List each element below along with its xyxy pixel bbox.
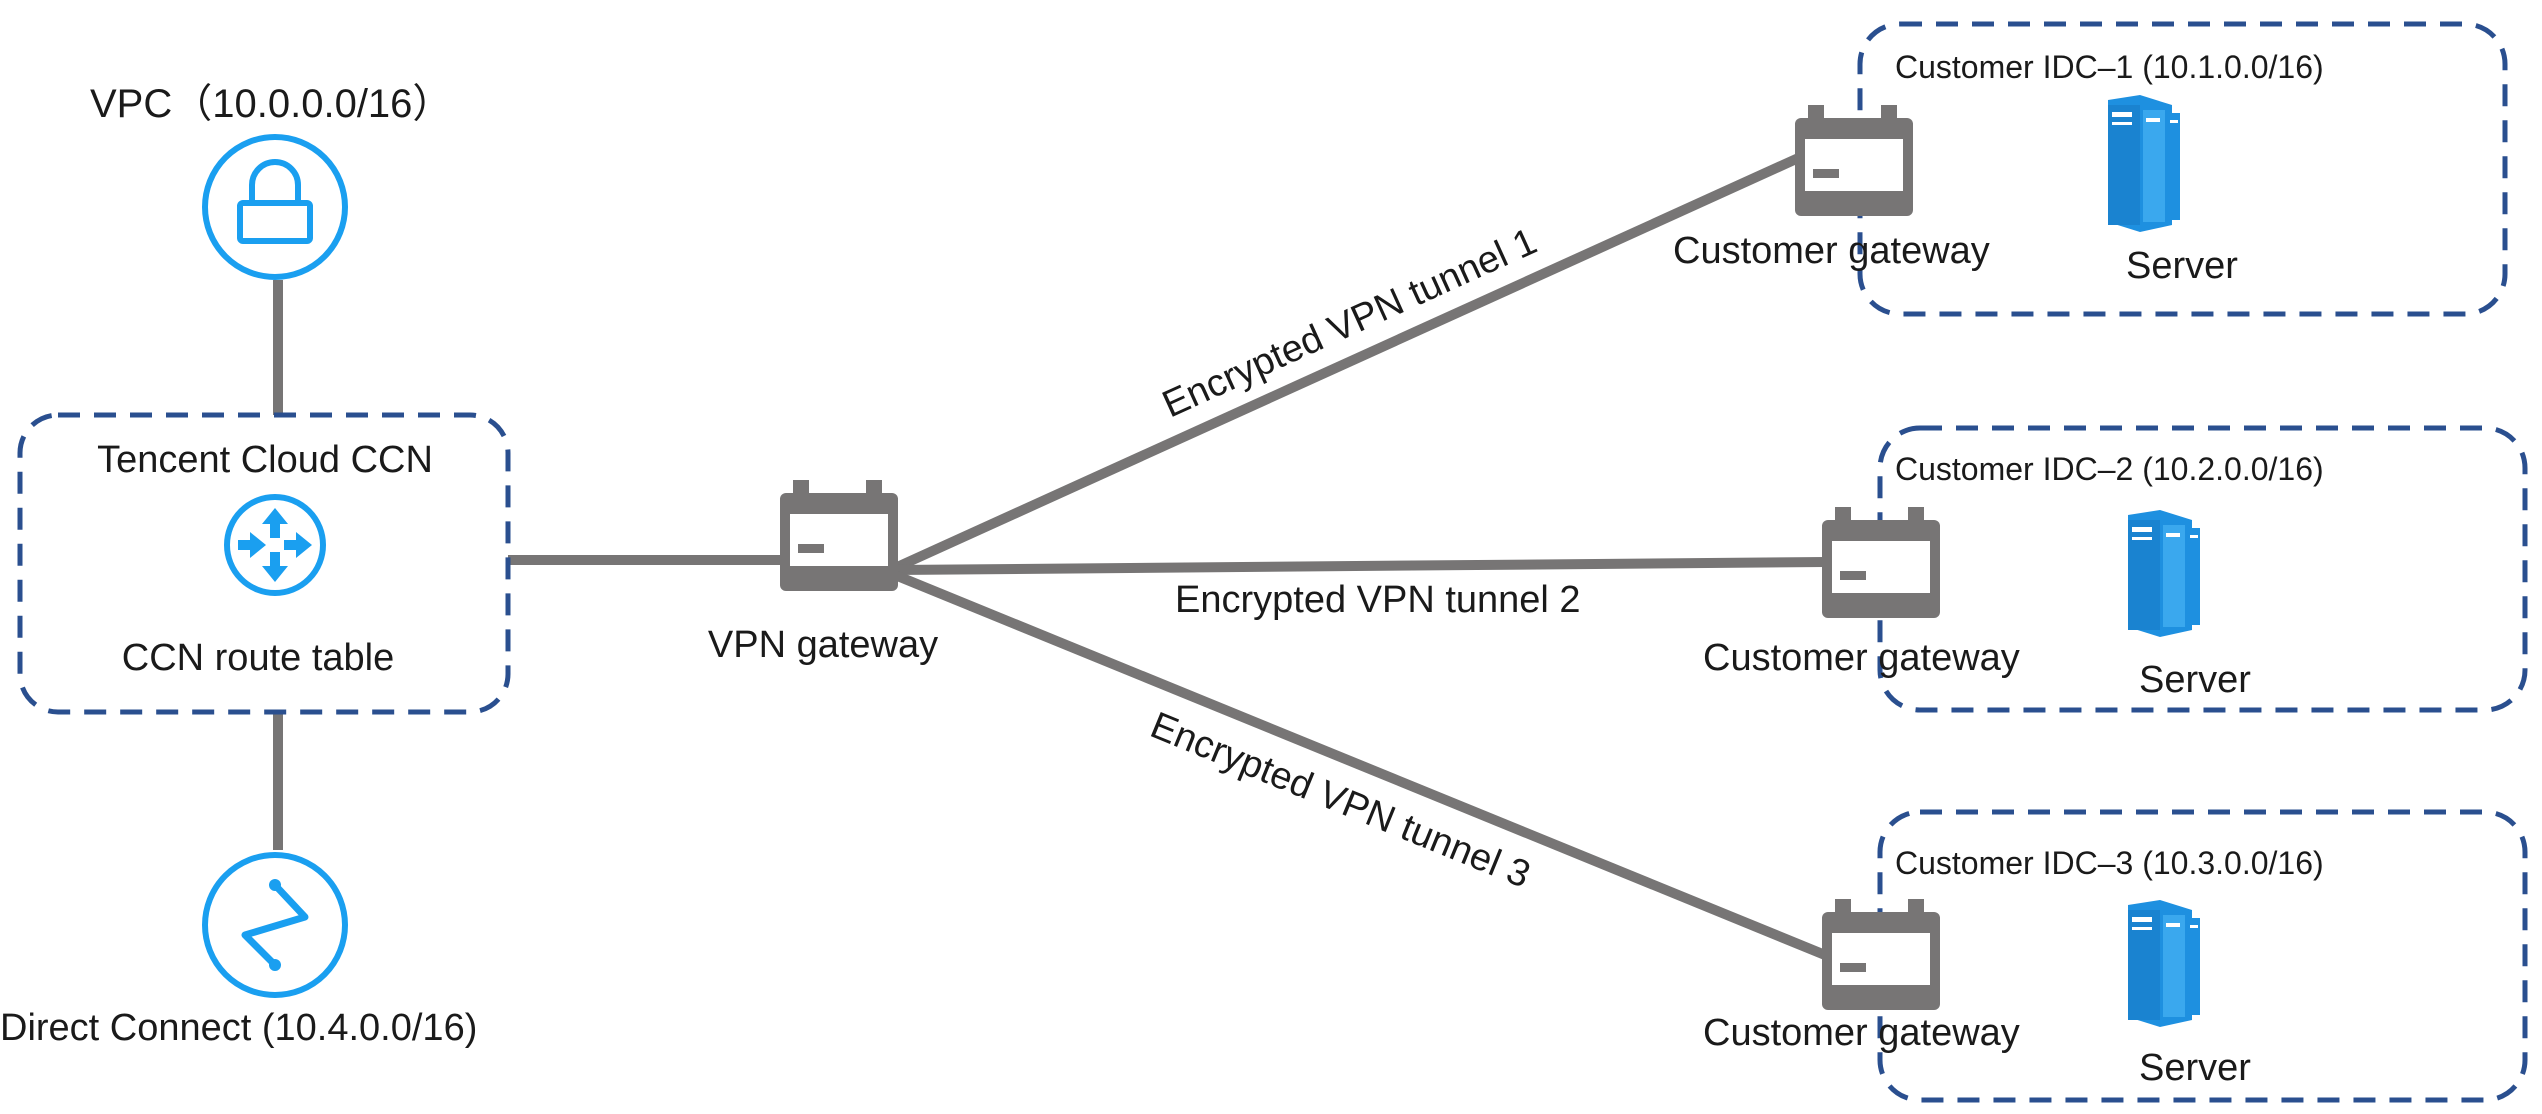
direct-connect-icon [202, 852, 348, 998]
ccn-dashed-border [17, 412, 511, 715]
tunnel-2-line [894, 557, 1826, 575]
ccn-route-table-label: CCN route table [122, 637, 394, 679]
customer-gateway-3-icon [1822, 899, 1940, 1010]
idc-1-title: Customer IDC–1 (10.1.0.0/16) [1895, 49, 2324, 85]
ccn-box: Tencent Cloud CCN CCN route table [17, 412, 511, 715]
server-1-icon [2108, 95, 2180, 232]
customer-idc-3: Customer IDC–3 (10.3.0.0/16) Customer ga… [1703, 809, 2528, 1103]
tunnel-3-line [893, 570, 1827, 960]
server-2-icon [2128, 510, 2200, 637]
idc-3-title: Customer IDC–3 (10.3.0.0/16) [1895, 845, 2324, 881]
tunnel-1-label: Encrypted VPN tunnel 1 [1156, 220, 1543, 426]
customer-idc-1: Customer IDC–1 (10.1.0.0/16) Customer ga… [1673, 21, 2508, 317]
customer-gateway-1-icon [1795, 105, 1913, 216]
ccn-title: Tencent Cloud CCN [97, 439, 433, 481]
tunnel-3-label: Encrypted VPN tunnel 3 [1145, 704, 1536, 896]
customer-gateway-2-label: Customer gateway [1703, 637, 2020, 679]
gateway-icon [780, 480, 898, 591]
customer-gateway-3-label: Customer gateway [1703, 1012, 2020, 1054]
vpc-label: VPC（10.0.0.0/16） [90, 82, 452, 126]
customer-gateway-1-label: Customer gateway [1673, 230, 1990, 272]
server-3-icon [2128, 900, 2200, 1027]
tunnel-2-label: Encrypted VPN tunnel 2 [1175, 579, 1581, 621]
tunnel-1-line [892, 150, 1808, 573]
server-2-label: Server [2139, 659, 2251, 701]
idc-2-title: Customer IDC–2 (10.2.0.0/16) [1895, 451, 2324, 487]
customer-gateway-2-icon [1822, 507, 1940, 618]
router-icon [224, 494, 326, 596]
direct-connect-node: Direct Connect (10.4.0.0/16) [0, 852, 477, 1049]
server-1-label: Server [2126, 245, 2238, 287]
vpn-gateway-node: VPN gateway [708, 480, 938, 666]
customer-idc-2: Customer IDC–2 (10.2.0.0/16) Customer ga… [1703, 425, 2528, 713]
direct-connect-label: Direct Connect (10.4.0.0/16) [0, 1007, 477, 1049]
server-3-label: Server [2139, 1047, 2251, 1089]
vpn-gateway-label: VPN gateway [708, 624, 938, 666]
lock-icon [202, 134, 348, 280]
vpc-node: VPC（10.0.0.0/16） [90, 82, 452, 280]
